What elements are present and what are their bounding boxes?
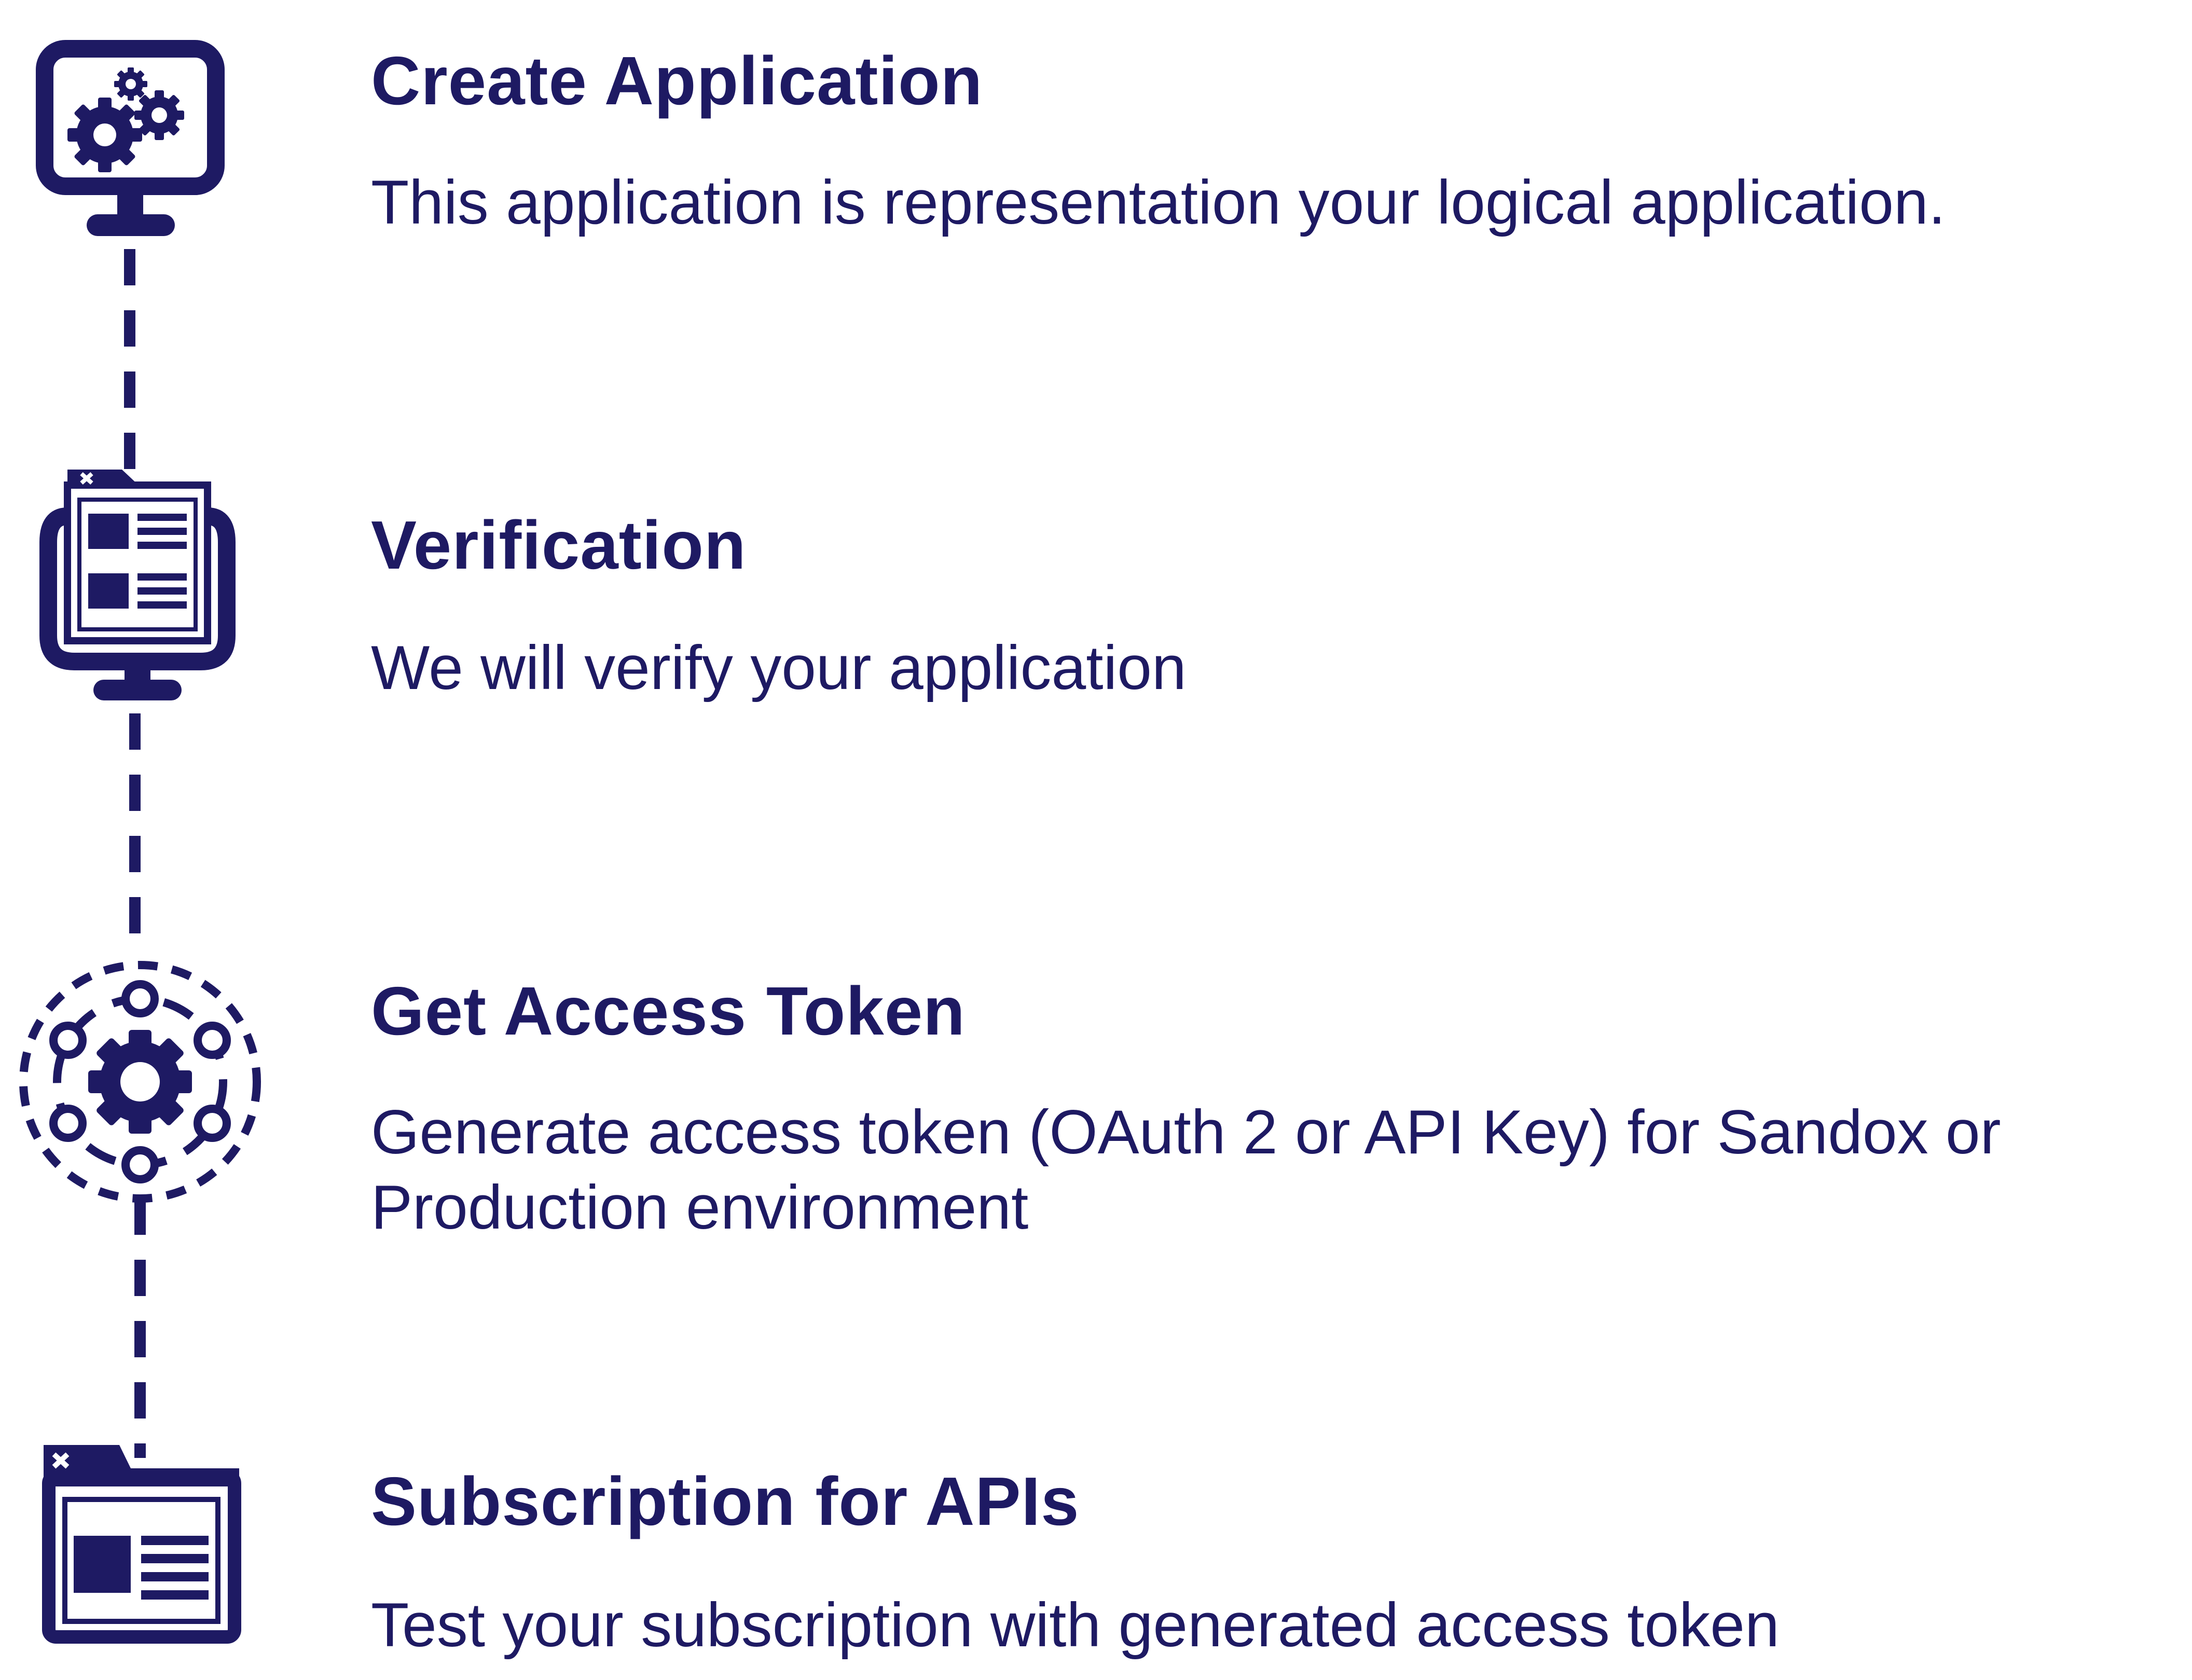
monitor-document-icon xyxy=(39,470,236,713)
step-title-subscription-for-apis: Subscription for APIs xyxy=(371,1463,1080,1539)
step-description-verification: We will verify your application xyxy=(371,633,1187,703)
monitor-gears-icon xyxy=(32,36,229,244)
step-title-create-application: Create Application xyxy=(371,43,983,119)
step-title-get-access-token: Get Access Token xyxy=(371,973,966,1049)
browser-window-icon xyxy=(42,1445,241,1645)
gear-network-icon xyxy=(13,955,267,1209)
step-description-get-access-token: Generate access token (OAuth 2 or API Ke… xyxy=(371,1097,2001,1242)
step-description-create-application: This application is representation your … xyxy=(371,168,1946,237)
step-description-subscription-for-apis: Test your subscription with generated ac… xyxy=(371,1590,1780,1660)
step-title-verification: Verification xyxy=(371,507,747,583)
